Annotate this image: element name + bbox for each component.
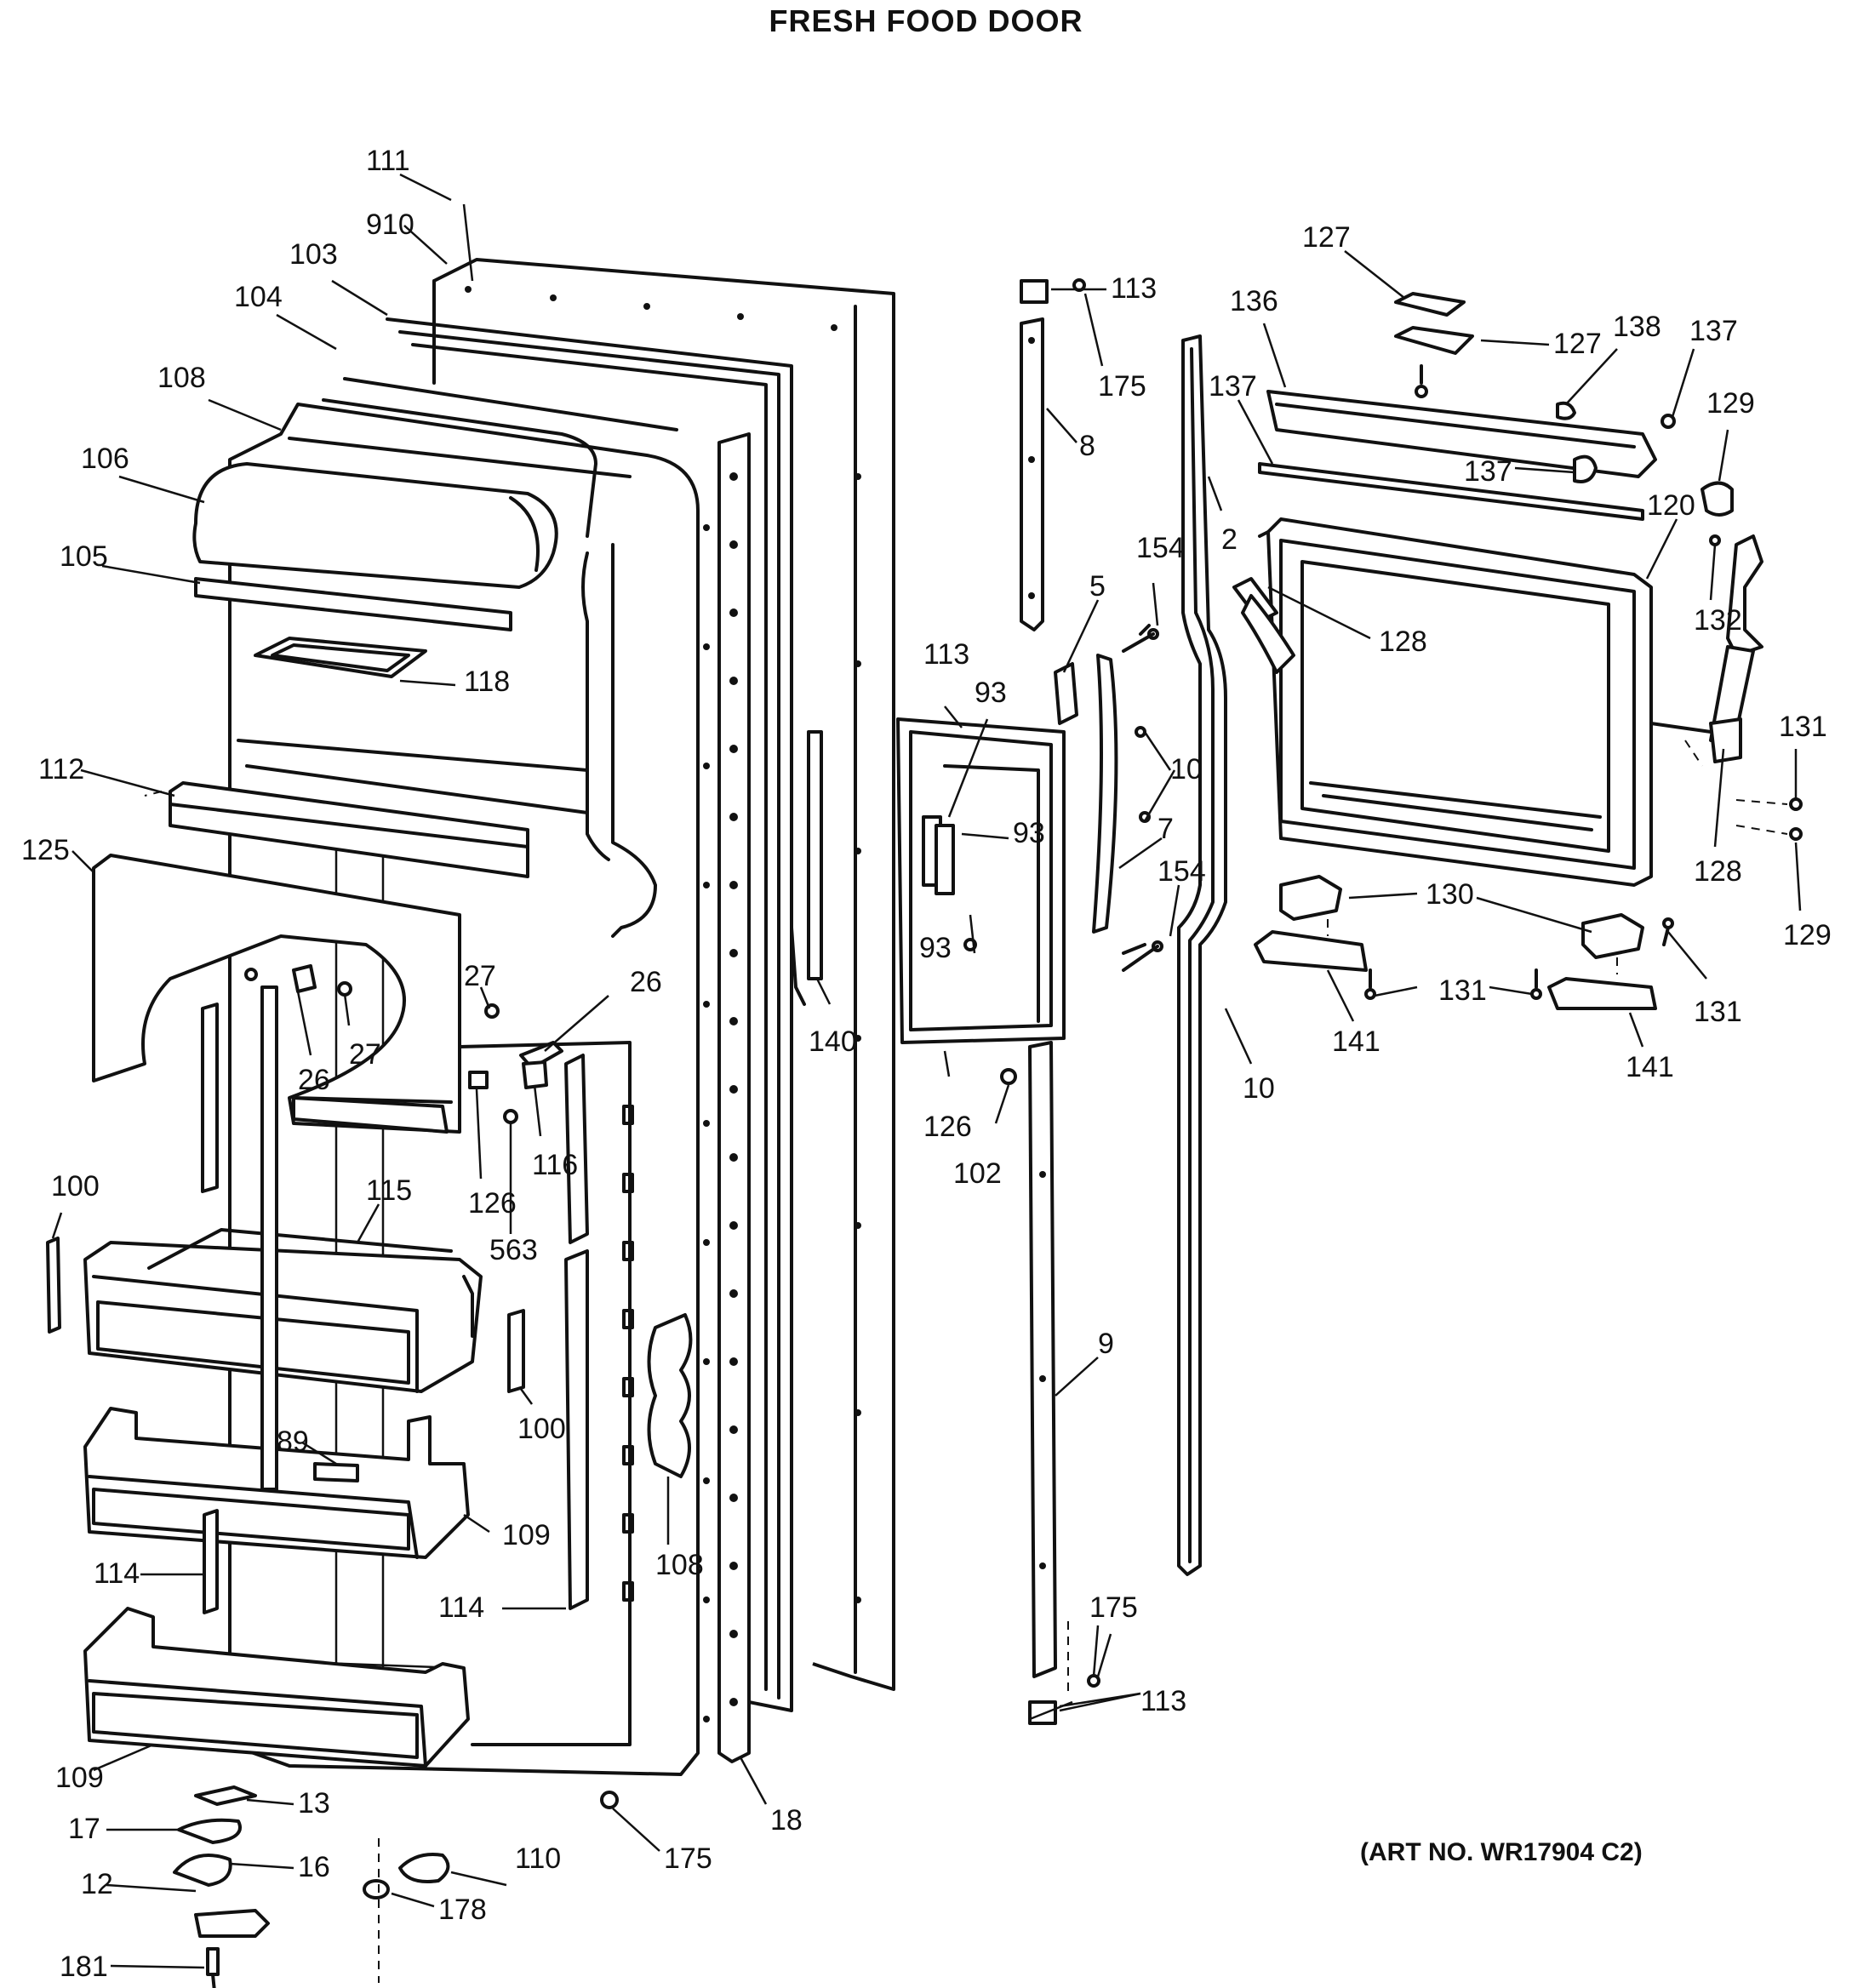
- callout-109-lower: 109: [55, 1762, 104, 1794]
- callout-128-right: 128: [1694, 855, 1742, 888]
- door-bin-lower: [83, 1607, 470, 1768]
- callout-115: 115: [366, 1174, 412, 1207]
- callout-113-bottom: 113: [1140, 1685, 1186, 1717]
- callout-563: 563: [489, 1234, 538, 1266]
- callout-110: 110: [515, 1842, 561, 1875]
- callout-125: 125: [21, 834, 70, 866]
- callout-108-bottom: 108: [655, 1549, 704, 1581]
- callout-910: 910: [366, 209, 414, 241]
- callout-114-right: 114: [438, 1591, 484, 1624]
- callout-175-top: 175: [1098, 370, 1146, 403]
- callout-7: 7: [1158, 813, 1174, 845]
- callout-140: 140: [809, 1025, 857, 1058]
- callout-175-handle: 175: [1089, 1591, 1138, 1624]
- shelf-rail: [144, 781, 529, 878]
- callout-2: 2: [1221, 523, 1238, 556]
- art-number: (ART NO. WR17904 C2): [1360, 1838, 1643, 1866]
- handle-assembly: [790, 278, 1151, 1725]
- callout-5: 5: [1089, 570, 1106, 603]
- ice-compartment-door: [1258, 517, 1653, 887]
- callout-27-lower: 27: [349, 1038, 381, 1071]
- callout-116: 116: [532, 1149, 578, 1181]
- callout-9: 9: [1098, 1328, 1114, 1360]
- callout-126-left: 126: [468, 1187, 517, 1220]
- callout-108-top: 108: [157, 362, 206, 394]
- callout-16: 16: [298, 1851, 330, 1883]
- callout-130: 130: [1426, 878, 1474, 911]
- door-bin-upper: [83, 1228, 483, 1393]
- callout-127-right: 127: [1553, 328, 1602, 360]
- callout-111: 111: [366, 145, 410, 177]
- callout-141-left: 141: [1332, 1025, 1380, 1058]
- callout-129-bottom: 129: [1783, 919, 1832, 951]
- callout-27-upper: 27: [464, 960, 496, 992]
- diagram-title: FRESH FOOD DOOR: [769, 3, 1083, 38]
- callout-132: 132: [1694, 604, 1742, 637]
- callout-175-bottom: 175: [664, 1842, 712, 1875]
- callout-141-right: 141: [1626, 1051, 1674, 1083]
- hinge-cover-strip: [1122, 334, 1227, 1576]
- callout-93-lower: 93: [919, 932, 952, 964]
- callout-labels: 111 910 103 104 108 106 105 118 112 125 …: [21, 145, 1832, 1983]
- callout-109-middle: 109: [502, 1519, 551, 1551]
- callout-18: 18: [770, 1804, 803, 1837]
- callout-113-top: 113: [1111, 272, 1157, 305]
- callout-100-right: 100: [517, 1413, 566, 1445]
- callout-128-left: 128: [1379, 626, 1427, 658]
- callout-137-left: 137: [1209, 370, 1257, 403]
- callout-178: 178: [438, 1894, 487, 1926]
- callout-112: 112: [38, 753, 84, 785]
- callout-181: 181: [60, 1951, 108, 1983]
- callout-10-upper: 10: [1170, 753, 1203, 785]
- callout-103: 103: [289, 238, 338, 271]
- callout-102: 102: [953, 1157, 1002, 1190]
- dispenser-cover: [92, 854, 461, 1134]
- callout-118: 118: [464, 666, 510, 698]
- callout-100-left: 100: [51, 1170, 100, 1203]
- dairy-compartment: [192, 377, 678, 772]
- callout-120: 120: [1647, 489, 1695, 522]
- callout-17: 17: [68, 1813, 100, 1845]
- callout-104: 104: [234, 281, 283, 313]
- callout-126-right: 126: [923, 1111, 972, 1143]
- callout-129-top: 129: [1706, 387, 1755, 420]
- callout-26-left: 26: [298, 1064, 330, 1096]
- retainer-strips: [46, 985, 693, 1614]
- callout-26-right: 26: [630, 966, 662, 998]
- callout-137-right: 137: [1689, 315, 1738, 347]
- callout-136: 136: [1230, 285, 1278, 317]
- small-parts-left: [173, 964, 619, 1988]
- callout-154-upper: 154: [1136, 532, 1185, 564]
- lower-hinge-brackets: [1254, 797, 1803, 1010]
- callout-137-center: 137: [1464, 455, 1512, 488]
- top-brackets: [1258, 292, 1734, 546]
- callout-93-right: 93: [1013, 817, 1045, 849]
- callout-8: 8: [1079, 430, 1095, 462]
- callout-114-left: 114: [94, 1557, 140, 1590]
- leader-lines: [51, 173, 1802, 1969]
- callout-89: 89: [277, 1425, 309, 1458]
- callout-105: 105: [60, 540, 108, 573]
- callout-131-center: 131: [1438, 974, 1487, 1007]
- callout-154-lower: 154: [1158, 855, 1206, 888]
- callout-93-top: 93: [975, 677, 1007, 709]
- callout-106: 106: [81, 443, 129, 475]
- callout-127-top: 127: [1302, 221, 1351, 254]
- callout-13: 13: [298, 1787, 330, 1819]
- callout-131-right: 131: [1779, 711, 1827, 743]
- hinge-arms: [1232, 534, 1763, 767]
- callout-138: 138: [1613, 311, 1661, 343]
- callout-113-handle: 113: [923, 638, 969, 671]
- callout-131-lower: 131: [1694, 996, 1742, 1028]
- callout-10-lower: 10: [1243, 1072, 1275, 1105]
- callout-12: 12: [81, 1868, 113, 1900]
